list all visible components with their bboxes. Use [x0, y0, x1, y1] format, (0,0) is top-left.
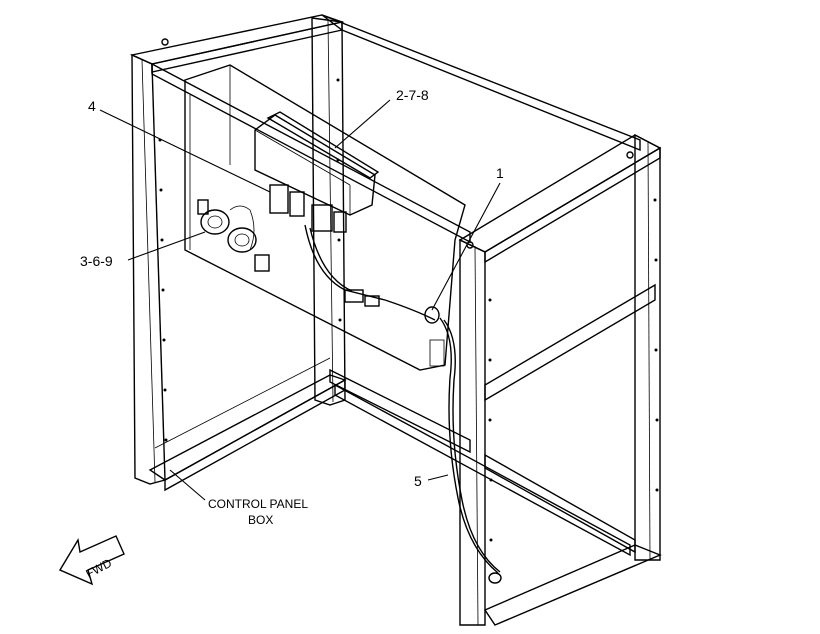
callout-3-6-9: 3-6-9 — [80, 253, 113, 269]
callout-1: 1 — [496, 165, 504, 181]
leader-lines — [99, 99, 501, 501]
mounting-holes — [158, 38, 659, 542]
fwd-arrow-label: FWD — [83, 556, 114, 581]
control-panel-box-label-line2: BOX — [248, 513, 273, 527]
left-frame — [129, 14, 641, 557]
control-panel-box-label-line1: CONTROL PANEL — [208, 497, 308, 511]
callout-4: 4 — [88, 98, 96, 114]
back-panel-plate — [184, 64, 466, 371]
right-frame — [458, 133, 662, 626]
callout-2-7-8: 2-7-8 — [396, 87, 429, 103]
callout-5: 5 — [414, 473, 422, 489]
fwd-arrow: FWD — [58, 535, 125, 586]
controller-module — [254, 111, 380, 233]
wiring-harness — [304, 224, 502, 584]
relay-assembly — [197, 199, 270, 272]
